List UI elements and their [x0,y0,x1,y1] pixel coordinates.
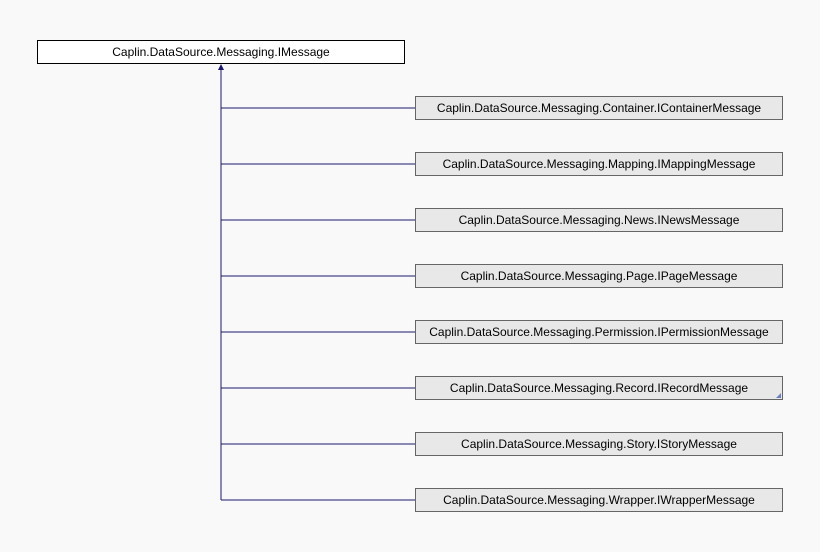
base-class-node[interactable]: Caplin.DataSource.Messaging.IMessage [37,40,405,64]
derived-class-label: Caplin.DataSource.Messaging.Story.IStory… [461,437,737,451]
derived-class-label: Caplin.DataSource.Messaging.News.INewsMe… [458,213,740,227]
derived-class-label: Caplin.DataSource.Messaging.Mapping.IMap… [442,157,756,171]
derived-class-node[interactable]: Caplin.DataSource.Messaging.Mapping.IMap… [415,152,783,176]
derived-class-node[interactable]: Caplin.DataSource.Messaging.Record.IReco… [415,376,783,400]
derived-class-node[interactable]: Caplin.DataSource.Messaging.News.INewsMe… [415,208,783,232]
derived-class-label: Caplin.DataSource.Messaging.Record.IReco… [449,381,749,395]
derived-class-label: Caplin.DataSource.Messaging.Wrapper.IWra… [443,493,755,507]
derived-class-label: Caplin.DataSource.Messaging.Permission.I… [429,325,769,339]
derived-class-label: Caplin.DataSource.Messaging.Page.IPageMe… [460,269,738,283]
derived-class-node[interactable]: Caplin.DataSource.Messaging.Permission.I… [415,320,783,344]
inheritance-arrowhead-icon [218,64,224,70]
derived-class-node[interactable]: Caplin.DataSource.Messaging.Wrapper.IWra… [415,488,783,512]
derived-class-node[interactable]: Caplin.DataSource.Messaging.Story.IStory… [415,432,783,456]
more-subclasses-icon [776,393,781,398]
derived-class-label: Caplin.DataSource.Messaging.Container.IC… [436,101,762,115]
base-class-label: Caplin.DataSource.Messaging.IMessage [112,45,330,59]
derived-class-node[interactable]: Caplin.DataSource.Messaging.Container.IC… [415,96,783,120]
derived-class-node[interactable]: Caplin.DataSource.Messaging.Page.IPageMe… [415,264,783,288]
